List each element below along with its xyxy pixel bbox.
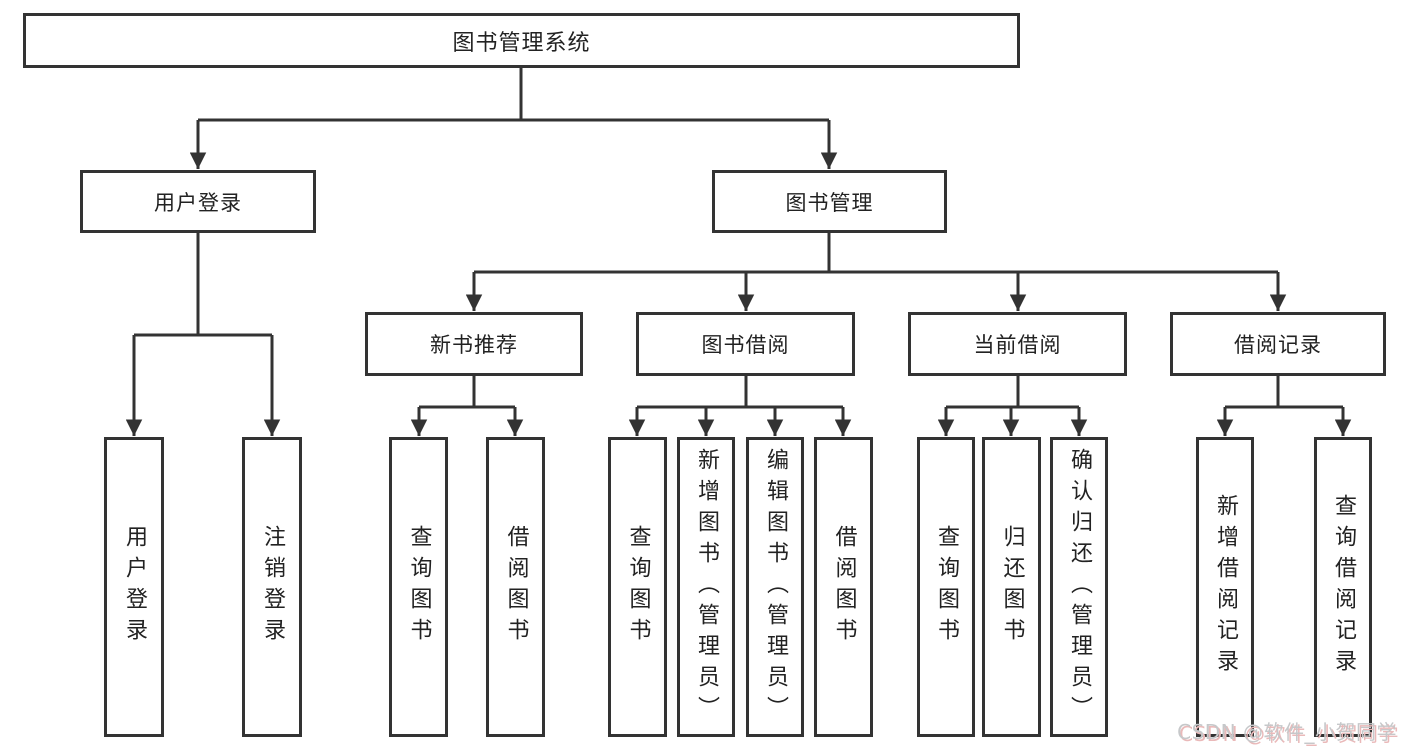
csdn-watermark: CSDN @软件_小贺同学 [1177,720,1397,744]
node-label: 借阅记录 [1234,333,1322,357]
leaf-borrow-add-books-admin: 新增图书（管理员） [677,437,735,737]
leaf-label: 查询借阅记录 [1331,494,1356,680]
node-label: 图书管理系统 [452,30,591,56]
leaf-borrow-edit-books-admin: 编辑图书（管理员） [746,437,804,737]
leaf-label: 归还图书 [999,525,1025,649]
node-label: 用户登录 [154,190,242,215]
leaf-label: 新增图书（管理员） [694,447,719,727]
node-book-borrowing: 图书借阅 [636,312,855,376]
leaf-records-add-record: 新增借阅记录 [1196,437,1254,737]
leaf-label: 新增借阅记录 [1213,494,1238,680]
leaf-logout: 注销登录 [242,437,302,737]
node-borrowing-records: 借阅记录 [1170,312,1386,376]
leaf-newrec-query-books: 查询图书 [389,437,448,737]
leaf-user-login: 用户登录 [104,437,164,737]
leaf-label: 注销登录 [260,525,285,649]
node-current-borrowing: 当前借阅 [908,312,1127,376]
leaf-newrec-borrow-books: 借阅图书 [486,437,545,737]
node-label: 当前借阅 [973,333,1062,357]
leaf-borrow-borrow-books: 借阅图书 [814,437,873,737]
node-library-system: 图书管理系统 [23,13,1020,68]
leaf-label: 确认归还（管理员） [1067,447,1092,727]
leaf-label: 用户登录 [122,525,147,649]
leaf-borrow-query-books: 查询图书 [608,437,667,737]
leaf-current-return-books: 归还图书 [982,437,1041,737]
node-user-login: 用户登录 [80,170,316,233]
node-label: 新书推荐 [430,333,518,357]
node-label: 图书借阅 [701,333,790,357]
node-new-book-recommend: 新书推荐 [365,312,583,376]
leaf-label: 查询图书 [934,525,959,649]
leaf-current-confirm-return-admin: 确认归还（管理员） [1050,437,1108,737]
leaf-current-query-books: 查询图书 [917,437,975,737]
node-book-management: 图书管理 [712,170,947,233]
node-label: 图书管理 [785,190,874,215]
leaf-label: 查询图书 [406,525,432,649]
leaf-label: 借阅图书 [831,525,857,649]
leaf-label: 编辑图书（管理员） [763,447,788,727]
leaf-label: 借阅图书 [503,525,529,649]
leaf-label: 查询图书 [625,525,651,649]
tree-branch-lines [134,68,1343,409]
leaf-records-query-record: 查询借阅记录 [1314,437,1372,737]
